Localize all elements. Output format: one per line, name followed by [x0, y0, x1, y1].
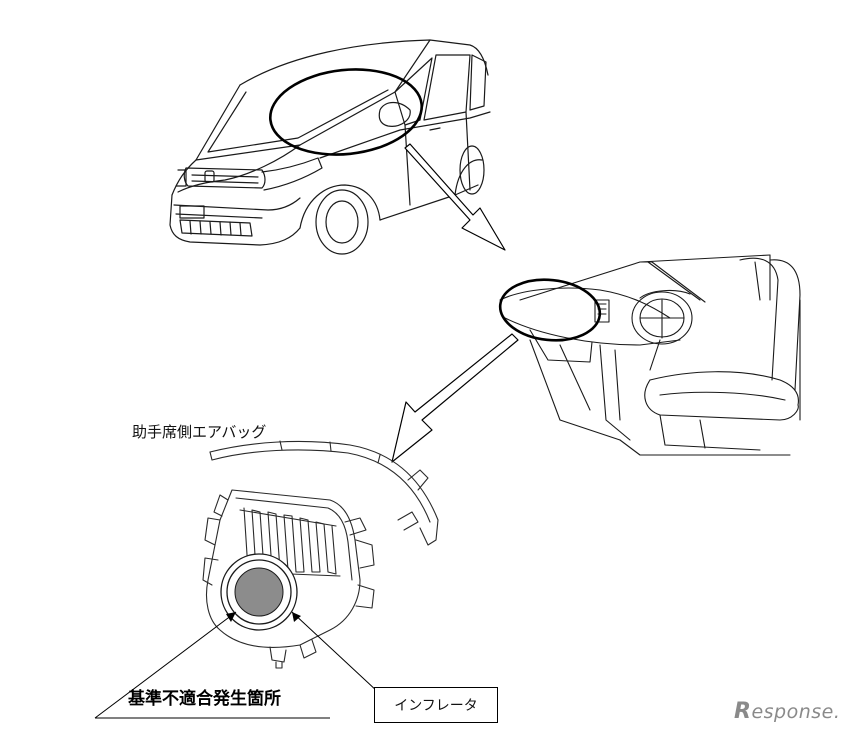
response-watermark: Response.: [734, 699, 840, 724]
inflator-label: インフレータ: [394, 695, 478, 715]
arrow-to-airbag: [392, 334, 518, 462]
airbag-title-label: 助手席側エアバッグ: [132, 421, 266, 442]
defect-point-marker: [235, 568, 283, 616]
watermark-text: esponse.: [751, 701, 840, 723]
defect-location-label: 基準不適合発生箇所: [128, 684, 281, 709]
leader-inflator: [292, 612, 378, 692]
leader-arrowhead-inflator: [292, 612, 301, 622]
interior-illustration: [500, 255, 800, 455]
inflator-label-box: インフレータ: [374, 687, 498, 723]
airbag-module: [203, 441, 438, 668]
watermark-initial: R: [734, 699, 751, 724]
arrow-to-interior: [405, 144, 505, 250]
